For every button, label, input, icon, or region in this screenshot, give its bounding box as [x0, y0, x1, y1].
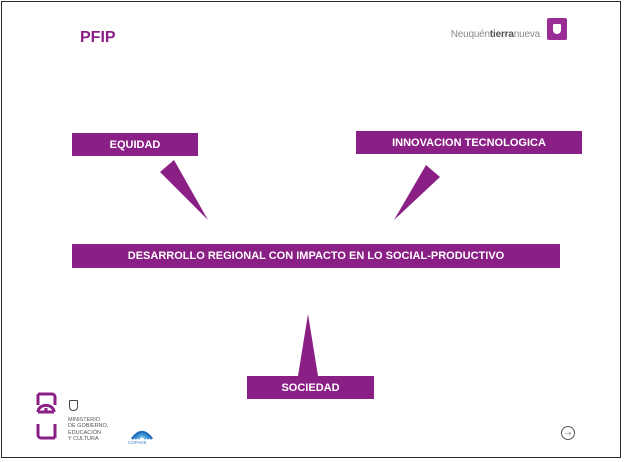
slide-title: PFIP [80, 29, 116, 46]
copade-label: COPADE [128, 440, 147, 445]
arrow-innovacion [394, 165, 440, 220]
ministerio-line-3: EDUCACIÓN [68, 429, 102, 436]
crest-icon [547, 18, 567, 40]
neu-logo-icon [36, 392, 57, 440]
label-box-innovacion: INNOVACION TECNOLOGICA [356, 131, 582, 154]
copade-logo-icon [130, 430, 154, 440]
brand-bold: tierra [489, 29, 514, 40]
ministerio-line-1: MINISTERIO [68, 417, 101, 423]
ministerio-line-2: DE GOBIERNO, [68, 423, 109, 430]
brand-logo-text: Neuquéntierranueva [451, 29, 540, 40]
ministerio-text: MINISTERIO DE GOBIERNO, EDUCACIÓN Y CULT… [68, 417, 108, 442]
arrow-right-circle-icon[interactable]: → [561, 426, 575, 440]
label-box-desarrollo: DESARROLLO REGIONAL CON IMPACTO EN LO SO… [72, 244, 560, 268]
ministerio-line-4: Y CULTURA [68, 435, 99, 442]
arrows-diagram [160, 160, 440, 376]
brand-prefix: Neuquén [450, 29, 490, 40]
label-box-equidad: EQUIDAD [72, 133, 198, 156]
arrow-sociedad [298, 314, 318, 376]
ministry-crest-icon [69, 400, 78, 411]
arrow-equidad [160, 160, 208, 220]
brand-suffix: nueva [513, 29, 540, 40]
label-box-sociedad: SOCIEDAD [247, 376, 374, 399]
